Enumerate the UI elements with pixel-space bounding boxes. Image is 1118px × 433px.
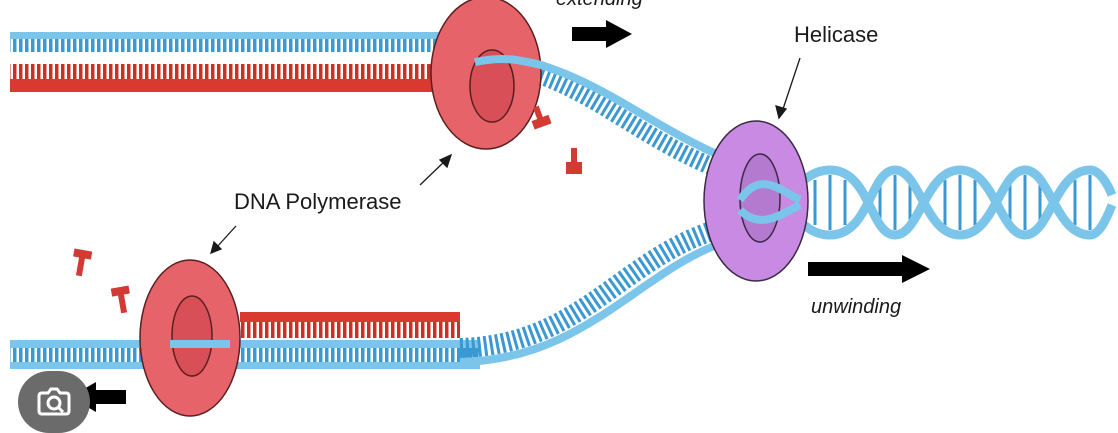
- double-helix: [758, 165, 1117, 240]
- label-pointers: [210, 57, 801, 255]
- dna-polymerase-bottom: [139, 259, 241, 417]
- lagging-strand-bottom: [10, 312, 480, 369]
- arrow-icon: [808, 255, 930, 283]
- leading-strand-top: [10, 32, 440, 92]
- dna-polymerase-label: DNA Polymerase: [234, 189, 402, 214]
- diagram-canvas: [10, 0, 1117, 417]
- dna-replication-diagram: extending Helicase DNA Polymerase unwind…: [10, 0, 1117, 433]
- helicase-enzyme: [703, 120, 809, 282]
- free-nucleotides: [73, 105, 582, 314]
- extending-label: extending: [556, 0, 643, 9]
- template-strand-lower-fork: [459, 220, 727, 366]
- arrow-icon: [572, 20, 632, 48]
- helicase-label: Helicase: [794, 22, 879, 47]
- image-search-lens-button[interactable]: [18, 371, 90, 433]
- unwinding-label: unwinding: [811, 296, 902, 318]
- dna-polymerase-top: [430, 0, 546, 150]
- image-search-lens-icon: [37, 387, 71, 416]
